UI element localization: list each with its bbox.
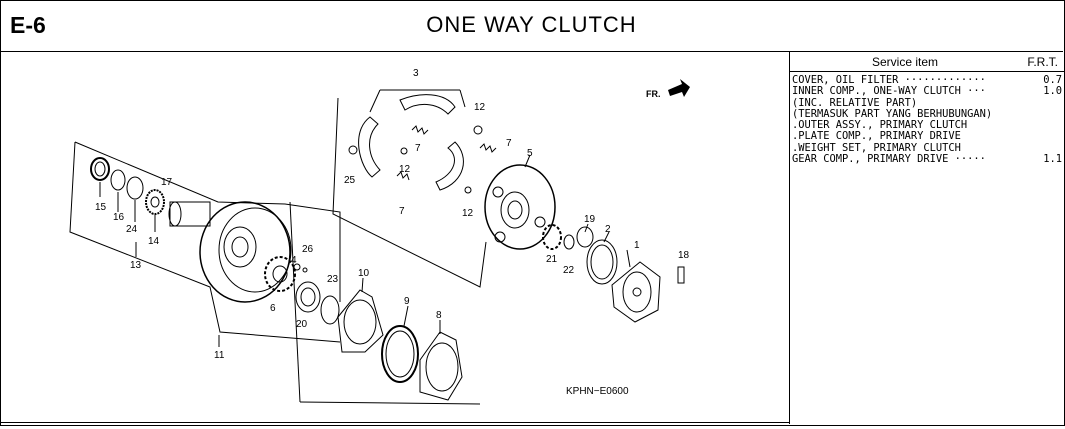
callout-25: 25 (344, 175, 356, 186)
callout-3: 3 (413, 68, 419, 79)
callout-7c: 7 (399, 206, 405, 217)
service-table-header: Service item F.R.T. (790, 52, 1064, 72)
callout-24: 24 (126, 224, 138, 235)
service-row: (INC. RELATIVE PART) (792, 96, 918, 109)
diagram-drawing: FR. 1 2 3 4 5 6 7 7 7 8 9 10 11 12 12 12… (69, 68, 690, 405)
callout-26: 26 (302, 244, 314, 255)
group-outline-3 (332, 97, 487, 288)
callout-8: 8 (436, 310, 442, 321)
callout-12a: 12 (474, 102, 486, 113)
direction-label: FR. (646, 89, 661, 99)
callout-18: 18 (678, 250, 690, 261)
callout-1: 1 (634, 240, 640, 251)
exploded-parts-diagram: FR. 1 2 3 4 5 6 7 7 7 8 9 10 11 12 12 12… (0, 52, 789, 424)
callout-5: 5 (527, 148, 533, 159)
callout-15: 15 (95, 202, 107, 213)
service-row: COVER, OIL FILTER ·············0.7 (792, 74, 1062, 86)
callout-21: 21 (546, 254, 558, 265)
callout-20: 20 (296, 319, 308, 330)
callout-4: 4 (291, 255, 297, 266)
drawing-code: KPHN−E0600 (566, 386, 629, 397)
service-table-rows: COVER, OIL FILTER ·············0.7 INNER… (792, 74, 1062, 166)
page-title: ONE WAY CLUTCH (426, 12, 637, 37)
callout-23: 23 (327, 274, 339, 285)
callout-6: 6 (270, 303, 276, 314)
callout-7b: 7 (506, 138, 512, 149)
callout-2: 2 (605, 224, 611, 235)
service-item-table: Service item F.R.T. COVER, OIL FILTER ··… (789, 52, 1064, 424)
callout-14: 14 (148, 236, 160, 247)
callout-12b: 12 (399, 164, 411, 175)
service-row: GEAR COMP., PRIMARY DRIVE ·····1.1 (792, 153, 1062, 166)
callout-12c: 12 (462, 208, 474, 219)
callout-16: 16 (113, 212, 125, 223)
callout-11: 11 (214, 350, 225, 361)
page-header: E-6 ONE WAY CLUTCH (0, 0, 1063, 52)
group-outline-13 (69, 141, 341, 343)
frt-column-header: F.R.T. (1027, 55, 1058, 69)
service-item-column-header: Service item (872, 55, 939, 69)
forward-direction-arrow (668, 79, 690, 97)
callout-17: 17 (161, 177, 173, 188)
service-row: .WEIGHT SET, PRIMARY CLUTCH (792, 141, 961, 154)
callout-22: 22 (563, 265, 575, 276)
callout-19: 19 (584, 214, 596, 225)
page-code: E-6 (10, 12, 46, 38)
service-row: INNER COMP., ONE-WAY CLUTCH ···1.0 (792, 85, 1062, 98)
callout-7a: 7 (415, 143, 421, 154)
service-row: (TERMASUK PART YANG BERHUBUNGAN) (792, 107, 993, 120)
service-row: .OUTER ASSY., PRIMARY CLUTCH (792, 119, 968, 132)
callout-13: 13 (130, 260, 142, 271)
group-outline-11 (74, 141, 341, 302)
service-row: .PLATE COMP., PRIMARY DRIVE (792, 130, 961, 143)
callout-9: 9 (404, 296, 410, 307)
callout-10: 10 (358, 268, 370, 279)
bottom-divider (0, 422, 789, 423)
